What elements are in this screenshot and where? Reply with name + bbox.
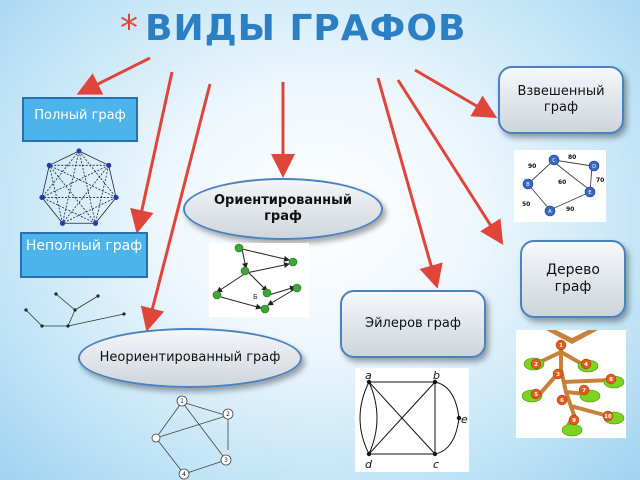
- complete-graph-edge: [62, 197, 117, 224]
- undirected-graph-oval: Неориентированный граф: [78, 328, 302, 388]
- complete-graph-edge: [108, 165, 117, 198]
- page-title: *ВИДЫ ГРАФОВ: [120, 8, 540, 58]
- tree-node-3: 3: [556, 372, 560, 378]
- arrow-to-euler: [376, 77, 443, 289]
- tree-node-10: 10: [604, 414, 612, 420]
- tree-graph-picture: 1 2 4 3 8 7 5 6 10 9: [516, 330, 626, 438]
- complete-graph-node: [106, 162, 112, 168]
- euler-node-b: b: [433, 369, 440, 382]
- complete-graph-edge: [62, 150, 80, 224]
- arrow-to-incomplete: [130, 71, 174, 234]
- weighted-node-b: B: [526, 182, 530, 188]
- weighted-node-c: C: [552, 158, 556, 164]
- complete-graph-edge: [95, 165, 110, 224]
- weight-ba: 50: [522, 201, 530, 208]
- undirected-node-4: 4: [182, 471, 186, 478]
- euler-graph-picture: a b e d c: [355, 368, 469, 472]
- complete-graph-edge: [41, 165, 50, 198]
- undirected-node-3: 3: [224, 457, 228, 464]
- complete-graph-edge: [62, 165, 110, 224]
- tree-node-2: 2: [534, 362, 538, 368]
- euler-node-a: a: [365, 369, 372, 382]
- complete-graph-edge: [41, 197, 63, 224]
- euler-graph-box: Эйлеров граф: [340, 290, 486, 358]
- weighted-graph-box: Взвешенный граф: [498, 66, 624, 134]
- undirected-node-1: 1: [180, 398, 184, 405]
- weight-de: 70: [596, 177, 604, 184]
- weighted-node-d: D: [592, 164, 596, 170]
- arrow-to-complete: [76, 56, 151, 95]
- weighted-node-e: E: [588, 190, 591, 196]
- complete-graph-node: [39, 194, 45, 201]
- weight-cd: 80: [568, 154, 576, 161]
- euler-node-c: c: [433, 458, 439, 471]
- complete-graph-edge: [48, 165, 96, 224]
- complete-graph-box: Полный граф: [22, 97, 138, 142]
- complete-graph-picture: [39, 148, 119, 226]
- complete-graph-edge: [41, 150, 80, 198]
- title-text: ВИДЫ ГРАФОВ: [145, 8, 467, 49]
- incomplete-graph-box: Неполный граф: [20, 232, 148, 278]
- weighted-node-a: A: [548, 209, 552, 215]
- complete-graph-edge: [78, 150, 96, 224]
- complete-graph-edge: [95, 197, 117, 224]
- complete-graph-node: [46, 162, 52, 168]
- complete-graph-edge: [48, 165, 63, 224]
- arrow-to-tree: [396, 79, 504, 246]
- weighted-graph-picture: C D B E A 80 90 70 60 50 90: [514, 150, 606, 222]
- tree-node-4: 4: [584, 362, 588, 368]
- weight-ea: 90: [566, 206, 574, 213]
- undirected-node-2: 2: [226, 411, 230, 418]
- complete-graph-node: [92, 220, 99, 226]
- euler-node-e: e: [461, 413, 468, 426]
- complete-graph-node: [59, 220, 66, 226]
- title-asterisk: *: [120, 8, 139, 49]
- complete-graph-node: [76, 148, 82, 154]
- complete-graph-edge: [78, 150, 117, 198]
- complete-graph-edge: [41, 197, 96, 224]
- weight-ce: 60: [558, 179, 566, 186]
- directed-graph-oval: Ориентированный граф: [183, 178, 383, 240]
- tree-node-6: 6: [560, 398, 564, 404]
- directed-graph-picture: Б: [209, 243, 309, 317]
- complete-graph-node: [113, 194, 119, 201]
- tree-graph-box: Дерево граф: [520, 240, 626, 318]
- arrow-to-undirected: [140, 83, 212, 332]
- complete-graph-edge: [49, 164, 117, 198]
- weight-cb: 90: [528, 163, 536, 170]
- euler-node-d: d: [365, 458, 373, 471]
- complete-graph-edge: [49, 150, 80, 166]
- tree-node-1: 1: [559, 343, 563, 349]
- tree-node-9: 9: [572, 418, 576, 424]
- complete-graph-edge: [41, 164, 109, 198]
- arrow-to-weighted: [414, 68, 498, 119]
- incomplete-graph-picture: [24, 292, 126, 328]
- tree-node-7: 7: [582, 388, 586, 394]
- undirected-graph-picture: 1 2 3 4: [151, 395, 234, 480]
- tree-node-8: 8: [609, 377, 613, 383]
- tree-node-5: 5: [534, 392, 538, 398]
- directed-graph-label: Б: [253, 293, 258, 301]
- complete-graph-edge: [78, 150, 109, 166]
